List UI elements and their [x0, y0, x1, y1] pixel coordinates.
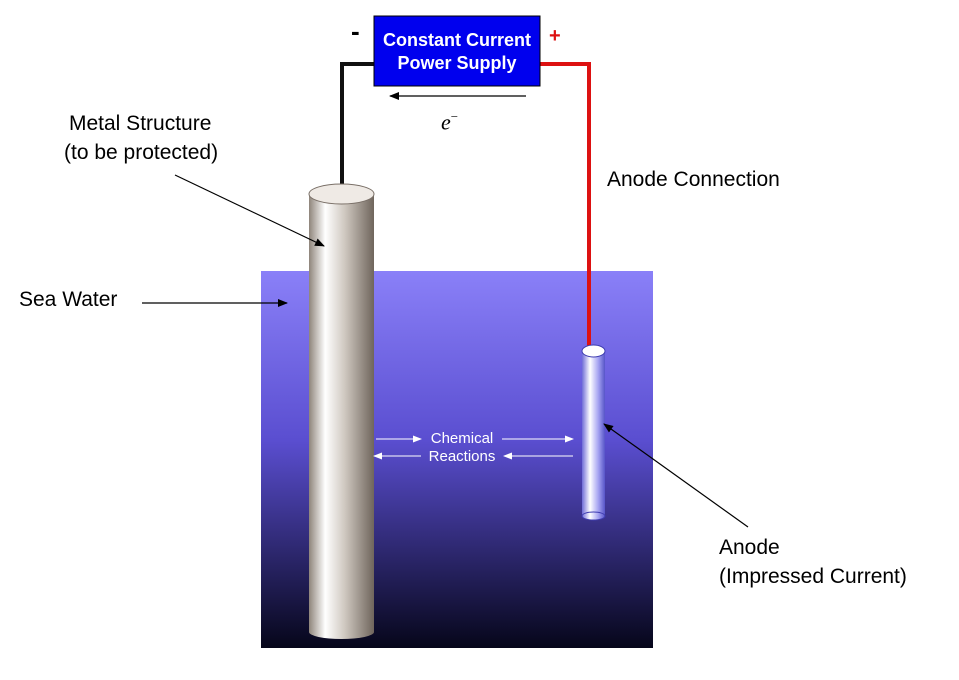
negative-terminal-sign: - — [351, 16, 360, 46]
negative-wire — [340, 62, 374, 190]
chemical-reactions-label-line2: Reactions — [428, 448, 496, 465]
metal-structure-pointer — [174, 174, 325, 247]
electron-symbol: e — [441, 109, 451, 135]
chemical-reaction-arrows — [373, 435, 574, 460]
power-supply-label-line1: Constant Current — [383, 30, 531, 50]
electron-label: e− — [441, 103, 458, 136]
anode-pointer — [603, 423, 749, 528]
anode-connection-label: Anode Connection — [607, 168, 780, 191]
anode-label-line2: (Impressed Current) — [719, 565, 907, 588]
chemical-reactions-label-line1: Chemical — [430, 430, 494, 447]
metal-structure-label-line2: (to be protected) — [64, 141, 219, 164]
power-supply-box — [373, 15, 541, 87]
anode-connection-wire — [540, 62, 591, 350]
metal-structure-pipe — [308, 183, 375, 639]
metal-structure-label-line1: Metal Structure — [69, 112, 212, 135]
electron-charge: − — [450, 109, 459, 124]
anode-label-line1: Anode — [719, 536, 780, 559]
anode-rod — [581, 344, 606, 521]
positive-terminal-sign: + — [549, 25, 561, 47]
power-supply-label-line2: Power Supply — [397, 53, 517, 73]
sea-water-label: Sea Water — [19, 288, 118, 311]
